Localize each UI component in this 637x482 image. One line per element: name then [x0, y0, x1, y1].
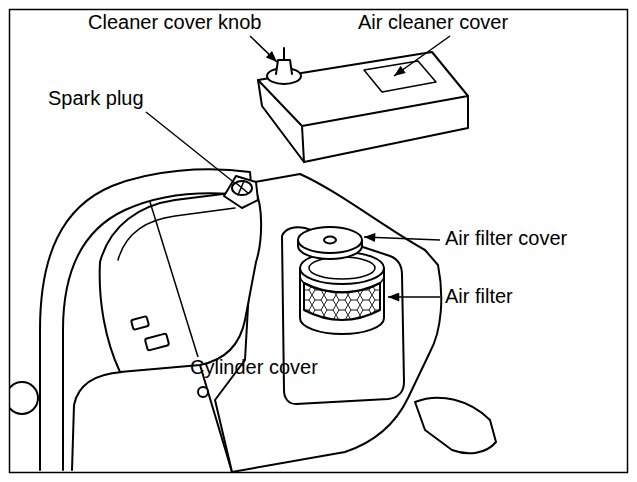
screw-hole: [198, 387, 208, 397]
cover-label-plate: [364, 61, 436, 92]
air-cleaner-cover-edge: [302, 126, 304, 162]
cover-ridge: [118, 208, 235, 260]
leader-line: [150, 202, 198, 357]
cylinder-cover-shape: [100, 190, 261, 372]
part-label: Air filter: [445, 284, 615, 308]
sprocket-cover: [10, 382, 38, 414]
leader-line: [250, 36, 277, 62]
rear-grip: [415, 398, 496, 454]
air-filter-rim: [309, 257, 375, 279]
leader-line: [388, 296, 440, 298]
part-label: Cleaner cover knob: [88, 10, 318, 34]
part-label: Air cleaner cover: [358, 10, 598, 34]
body-outline: [72, 372, 122, 470]
cover-knob-post: [283, 48, 285, 60]
part-label: Spark plug: [48, 86, 218, 110]
leader-line: [394, 36, 450, 76]
spark-plug-terminal: [236, 181, 248, 195]
figure-frame: [10, 10, 628, 473]
leader-line: [364, 237, 440, 240]
leader-line: [146, 112, 236, 184]
cover-knob-grip: [276, 60, 292, 74]
chainsaw-drawing: [10, 48, 496, 472]
part-label: Air filter cover: [445, 226, 625, 250]
air-filter-cover-disc: [298, 227, 362, 253]
cover-vent: [145, 333, 169, 350]
spark-plug-boot: [224, 176, 258, 208]
leader-lines: [146, 36, 450, 357]
cover-vent: [131, 316, 149, 330]
part-label: Cylinder cover: [190, 355, 390, 379]
air-cleaner-cover-top: [258, 52, 468, 126]
air-filter-cover-nub: [324, 237, 336, 244]
